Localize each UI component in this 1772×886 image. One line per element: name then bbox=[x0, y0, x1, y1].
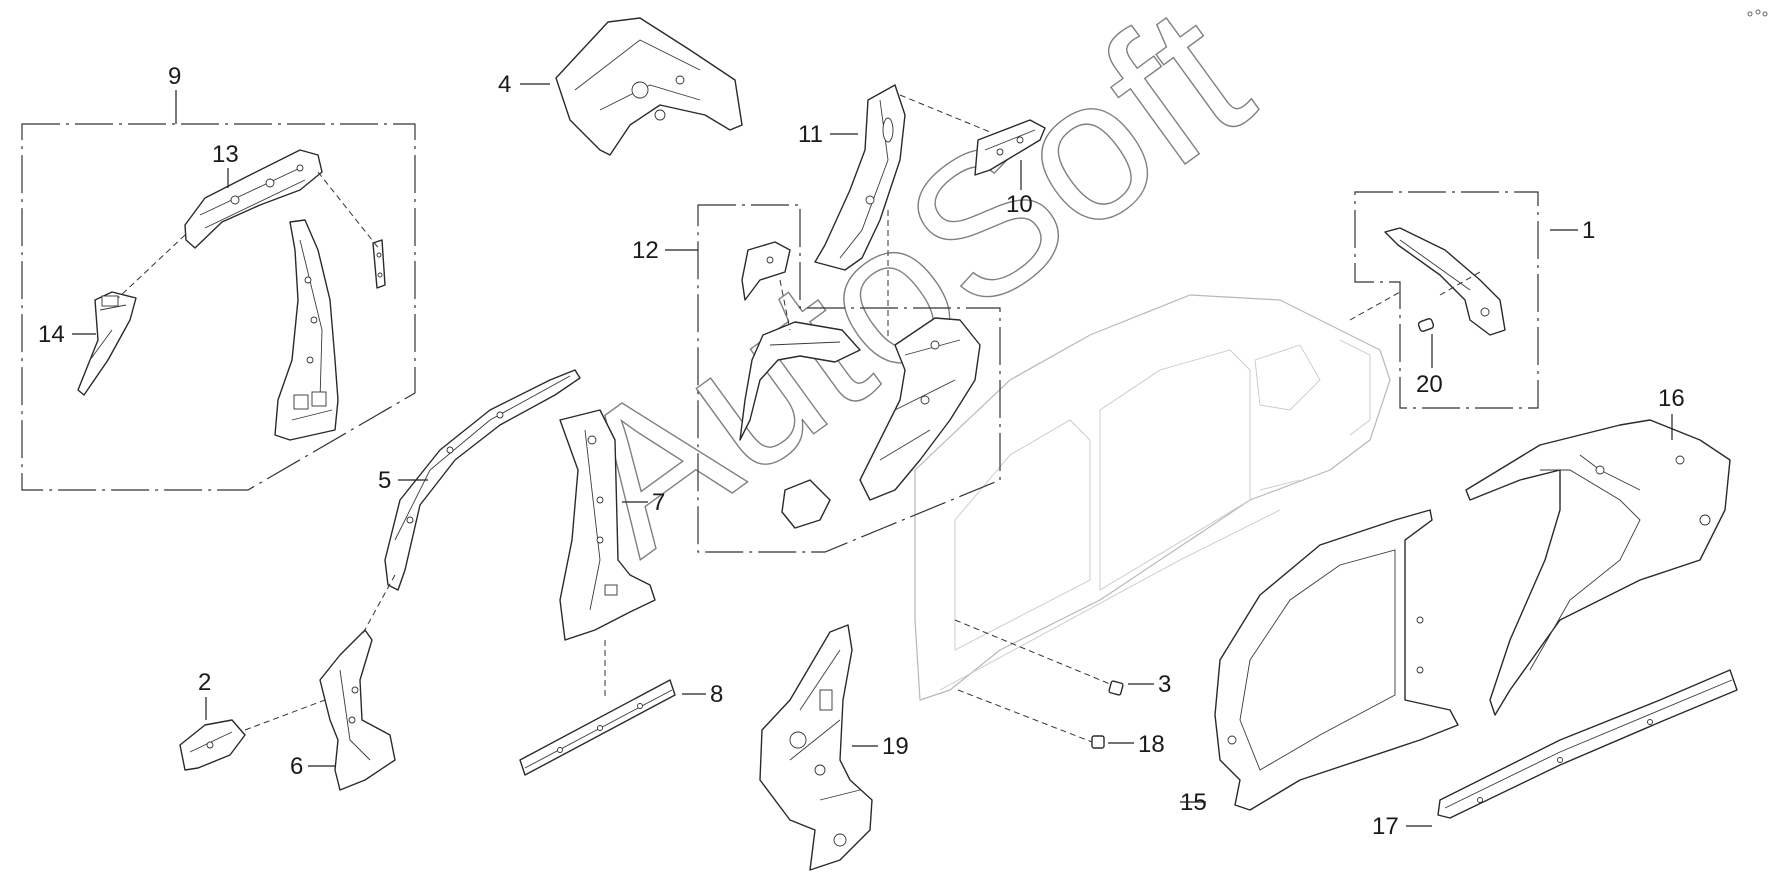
part-15-side-outer-front bbox=[1214, 509, 1459, 811]
part-12-wheelhouse-outer bbox=[739, 321, 861, 441]
callout-16: 16 bbox=[1658, 385, 1685, 412]
callout-2: 2 bbox=[198, 669, 211, 696]
part-2-bracket bbox=[179, 719, 246, 771]
part-16-side-outer-rear bbox=[1465, 419, 1731, 716]
callout-13: 13 bbox=[212, 141, 239, 168]
part-6-hinge-pillar bbox=[319, 629, 396, 791]
callout-12: 12 bbox=[632, 237, 659, 264]
part-11-rear-pillar bbox=[814, 84, 906, 271]
part-4-rear-panel bbox=[555, 17, 743, 156]
callout-6: 6 bbox=[290, 753, 303, 780]
callout-labels: 1 2 3 4 5 6 7 8 9 10 11 12 13 14 15 16 1… bbox=[38, 63, 1685, 840]
part-20-clip bbox=[1417, 318, 1435, 332]
callout-5: 5 bbox=[378, 467, 391, 494]
part-12-lower-bracket bbox=[781, 479, 831, 529]
part-12-small-bracket bbox=[741, 241, 791, 301]
callout-19: 19 bbox=[882, 733, 909, 760]
part-17-rocker-outer bbox=[1437, 669, 1738, 819]
callout-3: 3 bbox=[1158, 671, 1171, 698]
part-10-bracket bbox=[974, 119, 1046, 176]
part-7-b-pillar bbox=[559, 409, 656, 641]
corner-mark-icon bbox=[1747, 9, 1768, 17]
part-14-bracket bbox=[77, 291, 137, 396]
callout-7: 7 bbox=[652, 489, 665, 516]
callout-4: 4 bbox=[498, 71, 511, 98]
callout-9: 9 bbox=[168, 63, 181, 90]
part-3-nut bbox=[1108, 680, 1124, 696]
part-b-pillar-inner bbox=[274, 219, 339, 441]
group-frame-9 bbox=[21, 123, 416, 491]
callout-18: 18 bbox=[1138, 731, 1165, 758]
callout-11: 11 bbox=[798, 121, 823, 148]
part-18-clip bbox=[1091, 735, 1105, 749]
callout-17: 17 bbox=[1372, 813, 1399, 840]
group-frame-1 bbox=[1354, 191, 1539, 409]
part-8-rocker bbox=[519, 679, 676, 776]
callout-1: 1 bbox=[1582, 217, 1595, 244]
part-1-bracket bbox=[1384, 227, 1506, 336]
part-small-plate bbox=[372, 239, 386, 289]
callout-15: 15 bbox=[1180, 789, 1207, 816]
group-frame-12 bbox=[697, 204, 1001, 553]
part-19-lower-pillar bbox=[759, 624, 873, 871]
callout-10: 10 bbox=[1006, 191, 1033, 218]
part-13-rail bbox=[184, 149, 323, 249]
callout-20: 20 bbox=[1416, 371, 1443, 398]
part-12-wheelhouse-inner bbox=[859, 317, 981, 501]
callout-8: 8 bbox=[710, 681, 723, 708]
callout-14: 14 bbox=[38, 321, 65, 348]
